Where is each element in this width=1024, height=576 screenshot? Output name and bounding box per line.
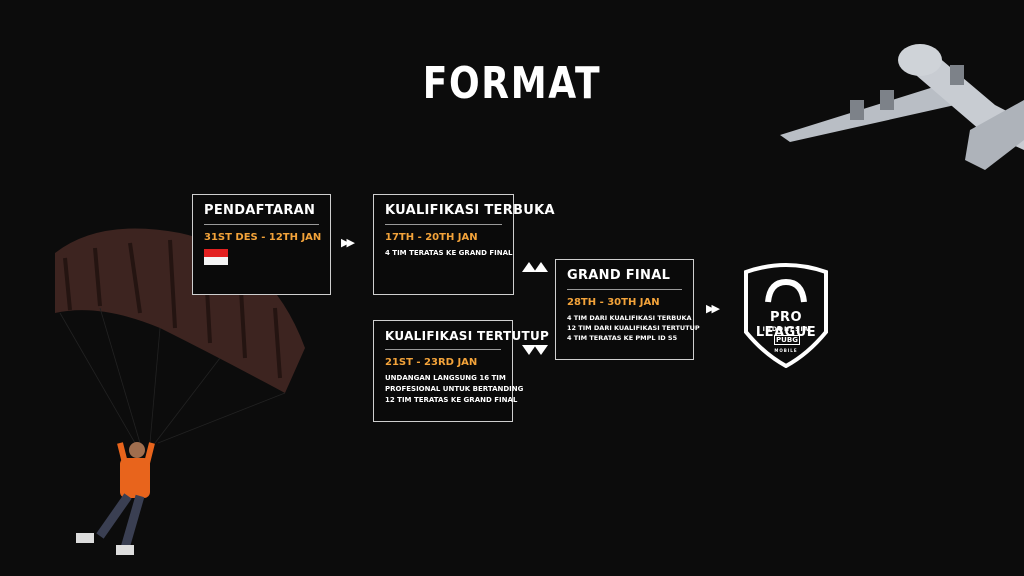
grand-final-card: GRAND FINAL 28TH - 30TH JAN 4 TIM DARI K…	[555, 259, 700, 360]
open-qualifier-card: KUALIFIKASI TERBUKA 17TH - 20TH JAN 4 TI…	[373, 194, 555, 295]
registration-heading: PENDAFTARAN	[204, 203, 319, 225]
grand-final-desc: 4 TIM DARI KUALIFIKASI TERBUKA 12 TIM DA…	[567, 313, 700, 343]
arrow-icon: ▶▶	[341, 236, 355, 249]
arrow-icon: ▶▶	[706, 302, 720, 315]
grand-final-date: 28TH - 30TH JAN	[567, 297, 660, 308]
registration-date: 31ST DES - 12TH JAN	[204, 232, 322, 243]
closed-qualifier-date: 21ST - 23RD JAN	[385, 357, 478, 368]
arrow-down-icon	[522, 345, 548, 355]
logo-line3: PUBG	[774, 335, 800, 345]
closed-qualifier-heading: KUALIFIKASI TERTUTUP	[385, 329, 549, 350]
open-qualifier-heading: KUALIFIKASI TERBUKA	[385, 203, 555, 225]
arrow-up-icon	[522, 262, 548, 272]
desc-line: 4 TIM DARI KUALIFIKASI TERBUKA	[567, 314, 692, 322]
desc-line: 4 TIM TERATAS KE PMPL ID S5	[567, 334, 678, 342]
closed-qualifier-card: KUALIFIKASI TERTUTUP 21ST - 23RD JAN UND…	[373, 320, 549, 422]
closed-qualifier-desc: UNDANGAN LANGSUNG 16 TIM PROFESIONAL UNT…	[385, 373, 524, 406]
desc-line: 12 TIM DARI KUALIFIKASI TERTUTUP	[567, 324, 700, 332]
logo-shield-icon	[744, 263, 828, 369]
registration-card: PENDAFTARAN 31ST DES - 12TH JAN	[192, 194, 331, 295]
logo-line2: INDONESIA	[762, 326, 810, 333]
desc-line: UNDANGAN LANGSUNG 16 TIM	[385, 374, 506, 382]
open-qualifier-desc: 4 TIM TERATAS KE GRAND FINAL	[385, 249, 513, 257]
pro-league-logo: PRO LEAGUE INDONESIA PUBG MOBILE	[738, 262, 834, 369]
desc-line: 12 TIM TERATAS KE GRAND FINAL	[385, 396, 518, 404]
desc-line: PROFESIONAL UNTUK BERTANDING	[385, 385, 524, 393]
indonesia-flag-icon	[204, 249, 228, 265]
airplane-image	[780, 44, 1024, 170]
logo-line4: MOBILE	[774, 348, 798, 353]
logo-line1: PRO LEAGUE	[755, 310, 817, 340]
grand-final-heading: GRAND FINAL	[567, 268, 682, 290]
page-title: FORMAT	[422, 58, 602, 109]
open-qualifier-date: 17TH - 20TH JAN	[385, 232, 478, 243]
